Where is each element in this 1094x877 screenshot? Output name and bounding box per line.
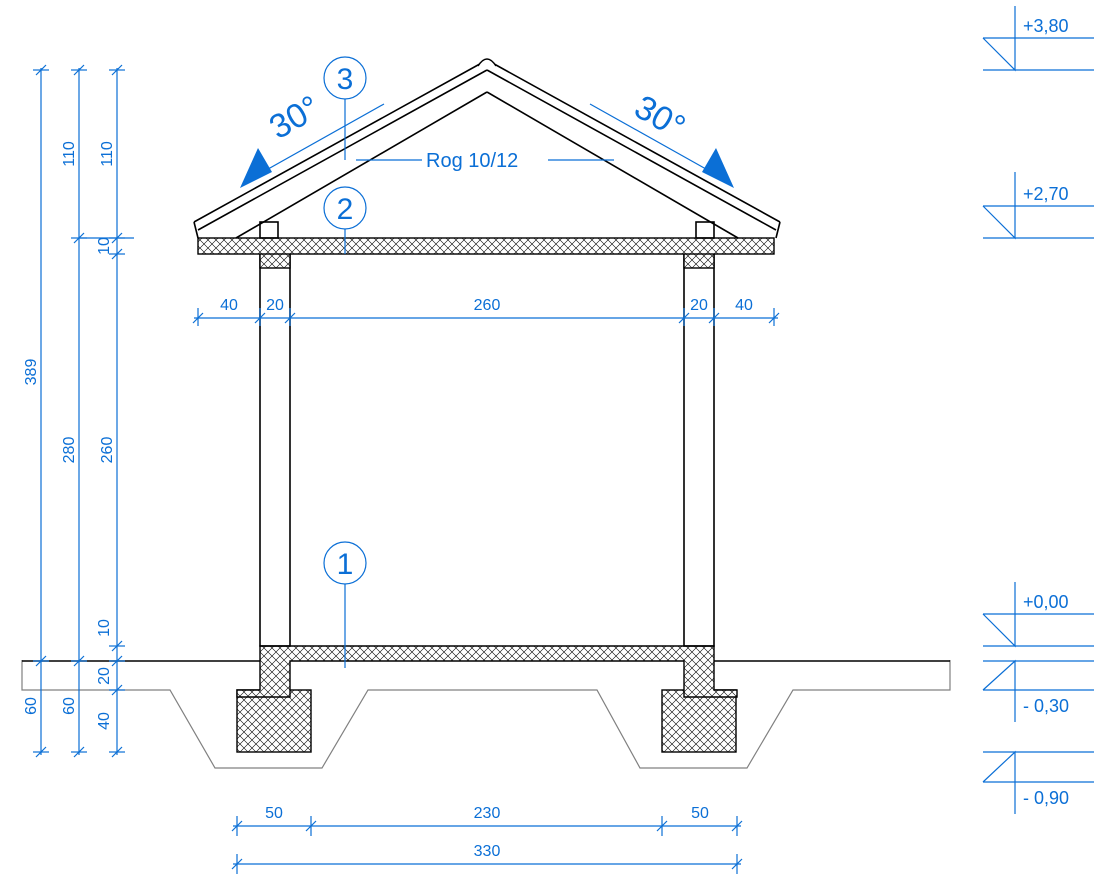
dim-40-vertical: 40	[96, 712, 113, 730]
wall-plates	[259, 221, 715, 239]
level-eaves-label: +2,70	[1023, 184, 1069, 204]
dim-horizontal-total: 330	[231, 843, 743, 874]
dim-40-right: 40	[735, 297, 753, 314]
dim-20-right: 20	[690, 297, 708, 314]
dim-left-middle: 110 280 60	[61, 64, 87, 758]
foundation-left	[236, 689, 312, 753]
rafter-annotation: Rog 10/12	[356, 150, 614, 172]
ring-beams	[259, 252, 715, 269]
level-ground-label: - 0,30	[1023, 696, 1069, 716]
dim-260-vertical: 260	[99, 437, 116, 464]
marker-2-label: 2	[337, 193, 354, 226]
roof-angle-right-label: 30°	[628, 88, 692, 147]
dim-50-left: 50	[265, 805, 283, 822]
level-top: +3,80	[982, 6, 1094, 72]
level-foundation-label: - 0,90	[1023, 788, 1069, 808]
floor-slab	[236, 645, 738, 698]
marker-3: 3	[323, 56, 367, 160]
marker-1-label: 1	[337, 548, 354, 581]
foundation-right	[661, 689, 737, 753]
dim-20-left: 20	[266, 297, 284, 314]
marker-3-label: 3	[337, 63, 354, 96]
level-top-label: +3,80	[1023, 16, 1069, 36]
ground-line	[21, 660, 951, 769]
dim-330: 330	[474, 843, 501, 860]
dim-60-outer: 60	[23, 697, 40, 715]
roof-angle-right: 30°	[589, 88, 734, 188]
marker-1: 1	[323, 541, 367, 668]
dim-left-inner: 110 10 260 10 20 40	[79, 64, 134, 758]
dim-280: 280	[61, 437, 78, 464]
dim-left-outer: 389 60	[23, 64, 49, 758]
roof	[193, 58, 781, 239]
dim-50-right: 50	[691, 805, 709, 822]
dim-10-bottom: 10	[96, 619, 113, 637]
dim-110-middle: 110	[61, 141, 78, 167]
dim-10-top: 10	[96, 237, 113, 255]
roof-angle-left-label: 30°	[263, 88, 327, 147]
level-floor-label: +0,00	[1023, 592, 1069, 612]
marker-2: 2	[323, 186, 367, 254]
rafter-label: Rog 10/12	[426, 150, 518, 172]
level-floor: +0,00	[982, 582, 1094, 648]
dim-260-horizontal: 260	[474, 297, 501, 314]
dim-230: 230	[474, 805, 501, 822]
dim-horizontal-top: 40 20 260 20 40	[192, 297, 780, 326]
level-eaves: +2,70	[982, 172, 1094, 240]
dim-40-left: 40	[220, 297, 238, 314]
dim-60-middle: 60	[61, 697, 78, 715]
dim-horizontal-bottom: 50 230 50	[231, 805, 743, 836]
level-ground: - 0,30	[982, 659, 1094, 722]
dim-110-inner: 110	[99, 141, 116, 167]
ceiling-slab	[197, 237, 775, 255]
dim-20-vertical: 20	[96, 667, 113, 685]
level-foundation: - 0,90	[982, 750, 1094, 814]
dim-389: 389	[23, 359, 40, 386]
